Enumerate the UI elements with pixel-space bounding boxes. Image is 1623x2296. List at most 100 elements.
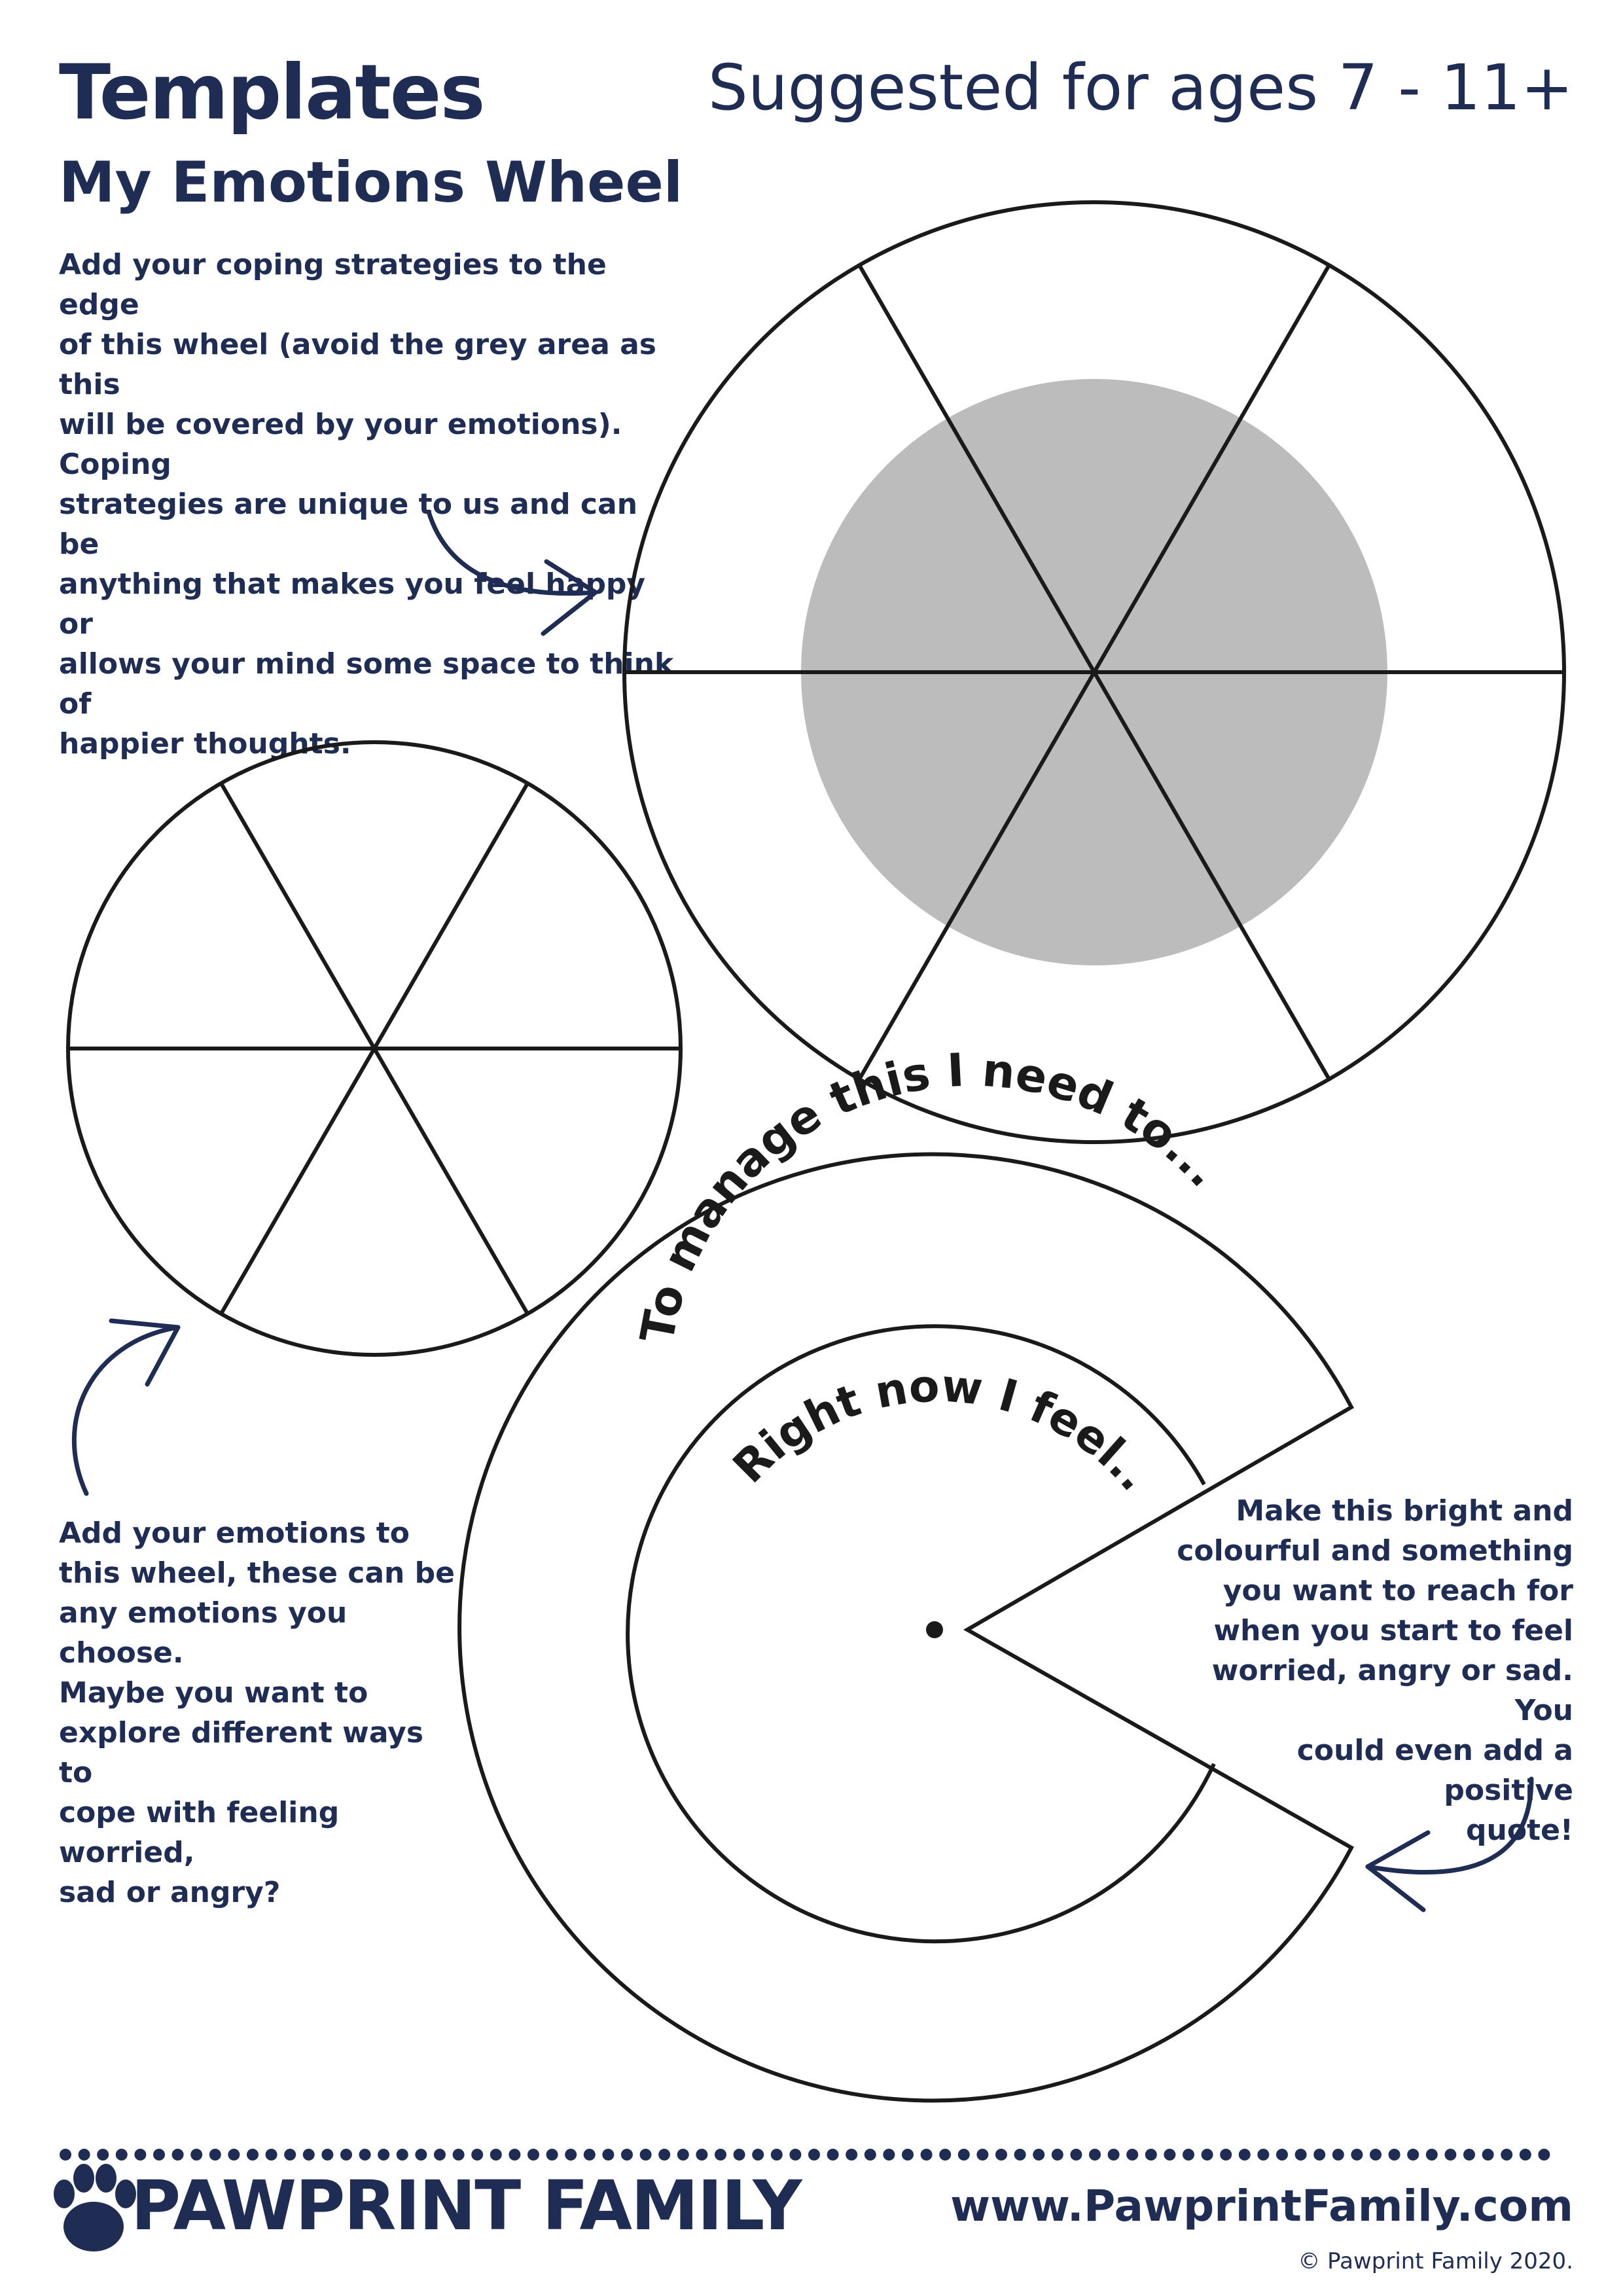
- divider-dot: [621, 2149, 633, 2161]
- divider-dot: [1014, 2149, 1026, 2161]
- divider-dot: [247, 2149, 259, 2161]
- footer-dotted-divider: [60, 2149, 1550, 2161]
- divider-dot: [639, 2149, 652, 2161]
- divider-dot: [583, 2149, 596, 2161]
- divider-dot: [957, 2149, 970, 2161]
- divider-dot: [602, 2149, 615, 2161]
- divider-dot: [190, 2149, 203, 2161]
- divider-dot: [1051, 2149, 1063, 2161]
- brand-logo-text: PAWPRINT FAMILY: [131, 2166, 802, 2246]
- divider-dot: [920, 2149, 933, 2161]
- copyright-notice: © Pawprint Family 2020.: [1298, 2248, 1573, 2274]
- divider-dot: [1482, 2149, 1494, 2161]
- coping-strategies-wheel: [622, 200, 1566, 1144]
- divider-dot: [1220, 2149, 1232, 2161]
- divider-dot: [171, 2149, 184, 2161]
- divider-dot: [321, 2149, 334, 2161]
- arrow-to-coping-wheel: [426, 509, 598, 636]
- divider-dot: [864, 2149, 876, 2161]
- divider-dot: [1089, 2149, 1101, 2161]
- divider-dot: [1332, 2149, 1344, 2161]
- divider-dot: [658, 2149, 671, 2161]
- emotions-wheel: [66, 740, 683, 1357]
- divider-dot: [471, 2149, 484, 2161]
- divider-dot: [565, 2149, 577, 2161]
- divider-dot: [1501, 2149, 1513, 2161]
- divider-dot: [1294, 2149, 1307, 2161]
- divider-dot: [1257, 2149, 1270, 2161]
- divider-dot: [415, 2149, 427, 2161]
- page-title: Templates: [59, 48, 486, 137]
- divider-dot: [733, 2149, 745, 2161]
- divider-dot: [134, 2149, 147, 2161]
- divider-dot: [1033, 2149, 1045, 2161]
- divider-dot: [378, 2149, 390, 2161]
- divider-dot: [1463, 2149, 1475, 2161]
- divider-dot: [1370, 2149, 1382, 2161]
- divider-dot: [1425, 2149, 1438, 2161]
- divider-dot: [1444, 2149, 1457, 2161]
- divider-dot: [1107, 2149, 1120, 2161]
- divider-dot: [808, 2149, 820, 2161]
- cover-wheel-inner-arc: [626, 1324, 1216, 1944]
- divider-dot: [1388, 2149, 1400, 2161]
- divider-dot: [115, 2149, 128, 2161]
- divider-dot: [1164, 2149, 1176, 2161]
- coping-wheel-dividers: [624, 264, 1564, 1081]
- divider-dot: [1070, 2149, 1082, 2161]
- divider-dot: [677, 2149, 689, 2161]
- divider-dot: [789, 2149, 802, 2161]
- divider-dot: [995, 2149, 1007, 2161]
- arrow-to-emotions-wheel: [71, 1318, 181, 1496]
- website-link[interactable]: www.PawprintFamily.com: [950, 2181, 1573, 2231]
- divider-dot: [490, 2149, 502, 2161]
- divider-dot: [78, 2149, 90, 2161]
- divider-dot: [1126, 2149, 1139, 2161]
- divider-dot: [546, 2149, 558, 2161]
- divider-dot: [902, 2149, 914, 2161]
- divider-dot: [715, 2149, 726, 2161]
- divider-dot: [1351, 2149, 1363, 2161]
- divider-dot: [846, 2149, 858, 2161]
- divider-dot: [97, 2149, 109, 2161]
- divider-dot: [302, 2149, 315, 2161]
- emotions-wheel-dividers: [68, 782, 681, 1315]
- divider-dot: [1183, 2149, 1194, 2161]
- divider-dot: [1407, 2149, 1419, 2161]
- divider-dot: [883, 2149, 895, 2161]
- divider-dot: [1276, 2149, 1288, 2161]
- divider-dot: [284, 2149, 296, 2161]
- paw-icon: [54, 2164, 136, 2251]
- divider-dot: [827, 2149, 839, 2161]
- divider-dot: [1313, 2149, 1326, 2161]
- divider-dot: [752, 2149, 764, 2161]
- divider-dot: [1201, 2149, 1213, 2161]
- cover-wheel-outline: [457, 1152, 1355, 2103]
- divider-dot: [1538, 2149, 1550, 2161]
- divider-dot: [976, 2149, 989, 2161]
- divider-dot: [770, 2149, 783, 2161]
- divider-dot: [153, 2149, 165, 2161]
- emotions-wheel-note: Add your emotions to this wheel, these c…: [59, 1516, 455, 1909]
- divider-dot: [396, 2149, 408, 2161]
- divider-dot: [228, 2149, 240, 2161]
- divider-dot: [1519, 2149, 1531, 2161]
- cover-wheel-note: Make this bright and colourful and somet…: [1177, 1494, 1573, 1847]
- divider-dot: [1238, 2149, 1251, 2161]
- divider-dot: [939, 2149, 952, 2161]
- divider-dot: [359, 2149, 371, 2161]
- divider-dot: [340, 2149, 352, 2161]
- divider-dot: [434, 2149, 446, 2161]
- coping-strategies-note: Add your coping strategies to the edge o…: [59, 248, 674, 761]
- divider-dot: [527, 2149, 539, 2161]
- cover-outer-label: To manage this I need to...: [630, 1043, 1231, 1348]
- divider-dot: [60, 2149, 71, 2161]
- age-range-label: Suggested for ages 7 - 11+: [707, 51, 1573, 124]
- page-subtitle: My Emotions Wheel: [59, 150, 683, 215]
- divider-dot: [508, 2149, 521, 2161]
- divider-dot: [265, 2149, 277, 2161]
- divider-dot: [1145, 2149, 1157, 2161]
- divider-dot: [452, 2149, 465, 2161]
